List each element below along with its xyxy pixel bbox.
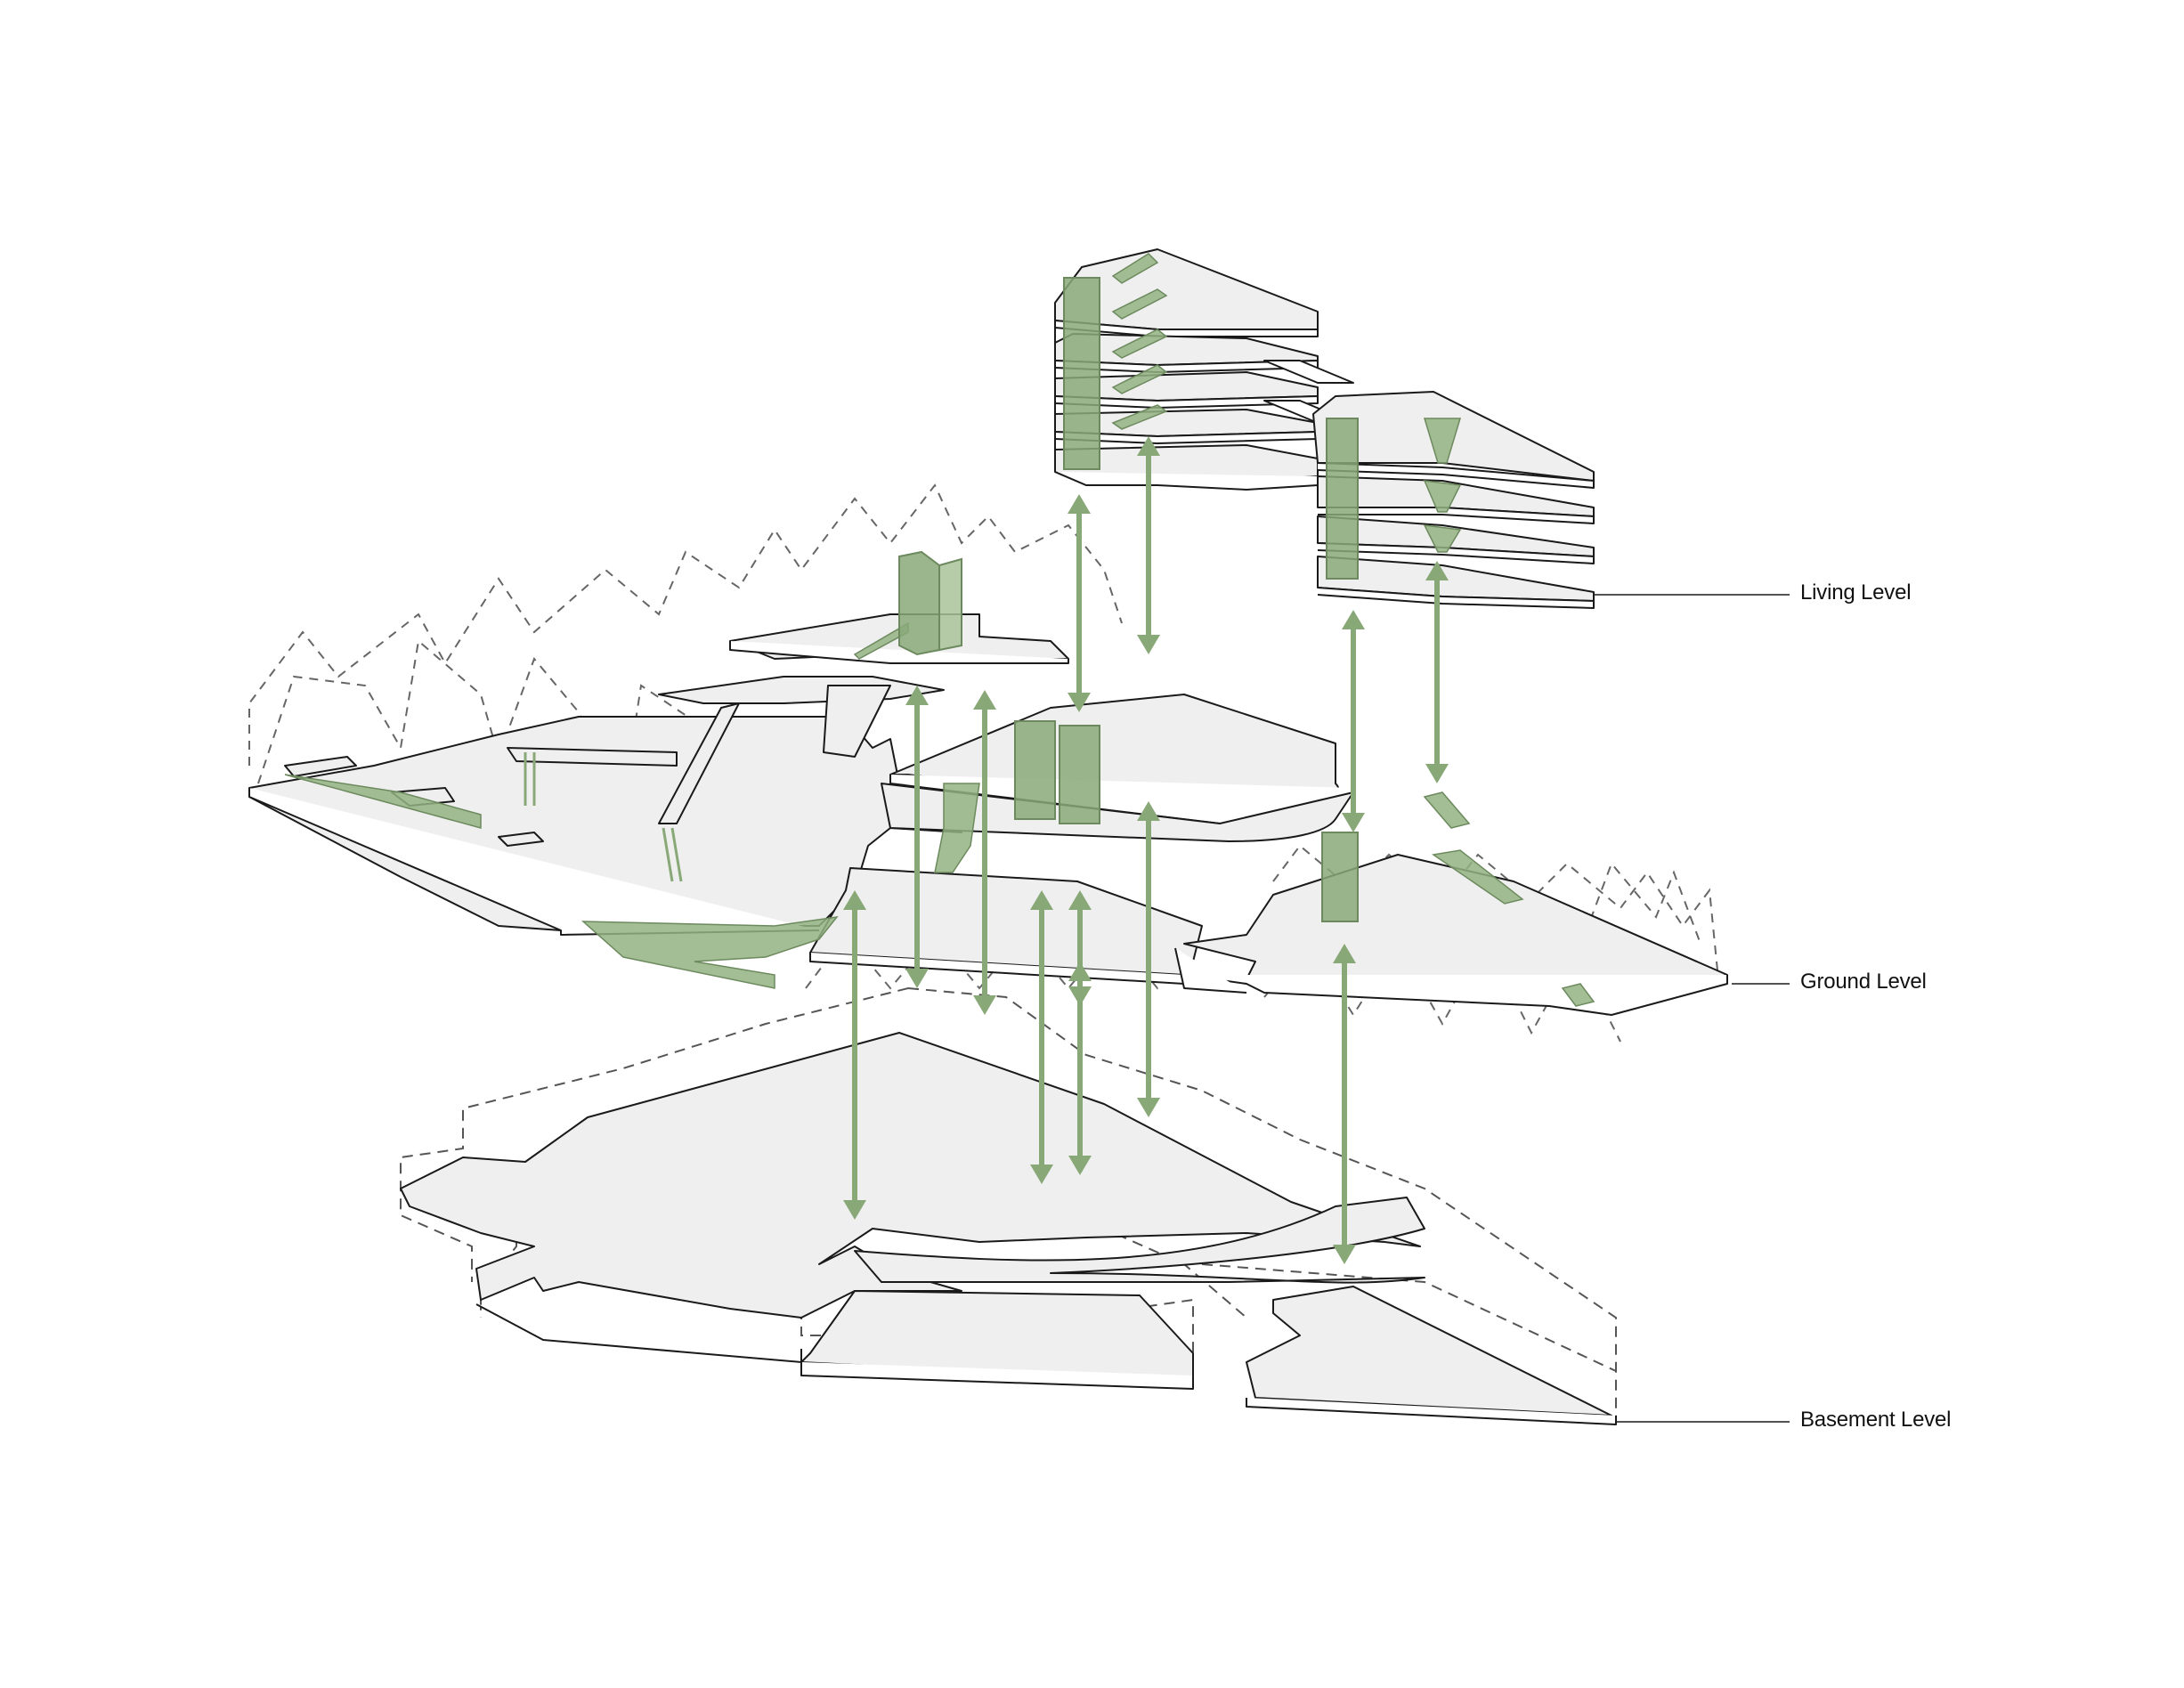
ground-walkway-beam-3 <box>507 747 678 767</box>
ground-core-right <box>1321 832 1359 922</box>
ground-core-pair-right <box>1059 725 1100 824</box>
ground-core-tall <box>898 550 940 656</box>
ground-stair-right <box>1423 791 1471 829</box>
circulation-arrow-head-down-icon <box>1068 693 1091 712</box>
circulation-arrow-head-up-icon <box>1030 890 1053 910</box>
living-tower-left <box>1054 248 1319 491</box>
ground-level-group <box>248 483 1728 1043</box>
circulation-arrow-head-down-icon <box>1030 1165 1053 1184</box>
ground-upper-plate-top-edge <box>729 641 1069 664</box>
circulation-arrow-head-down-icon <box>843 1200 866 1220</box>
ground-mezzanine-lower <box>881 783 1354 842</box>
ground-stair-diagonal-1 <box>934 783 980 873</box>
living-level-label: Living Level <box>1800 580 1912 605</box>
living-tower-left-core <box>1063 277 1100 470</box>
circulation-arrow-head-down-icon <box>1137 635 1160 654</box>
circulation-arrow-head-up-icon <box>1137 436 1160 456</box>
living-tower-right-floor-2-edge <box>1318 507 1595 524</box>
living-tower-right <box>1312 391 1595 609</box>
circulation-arrow-head-up-icon <box>1068 962 1092 981</box>
living-tower-right-floor-3-edge <box>1317 542 1595 564</box>
circulation-arrow-head-down-icon <box>1425 764 1449 783</box>
circulation-arrow-head-down-icon <box>1333 1245 1356 1264</box>
living-bridge-1 <box>1263 360 1354 384</box>
living-tower-right-stair-3 <box>1423 524 1462 553</box>
circulation-arrow-head-down-icon <box>973 995 996 1015</box>
ground-pad-3 <box>498 832 544 847</box>
living-tower-left-floor-3-edge <box>1054 395 1319 409</box>
ground-stair-ramp-front <box>581 915 839 989</box>
living-tower-right-core <box>1326 418 1359 580</box>
ground-walkway-beam-2 <box>823 685 891 758</box>
basement-dashed-envelope-left <box>400 987 909 1282</box>
basement-dashed-right <box>1201 1263 1617 1372</box>
ground-dashed-zigzag-left-lower <box>257 639 802 840</box>
ground-dashed-zigzag-left <box>248 483 1123 766</box>
ground-level-label: Ground Level <box>1800 970 1927 994</box>
circulation-arrow-head-up-icon <box>1333 944 1356 963</box>
circulation-arrow-head-down-icon <box>905 969 929 988</box>
circulation-arrow-head-down-icon <box>1137 1098 1160 1117</box>
ground-stair-small <box>1561 983 1595 1007</box>
living-level-group <box>1054 248 1595 609</box>
ground-core-tall-side <box>938 557 962 652</box>
circulation-arrow-head-up-icon <box>1068 494 1091 514</box>
ground-core-pair-left <box>1014 720 1056 820</box>
living-tower-left-stair-1 <box>1111 253 1159 284</box>
living-tower-left-stair-5 <box>1111 404 1168 430</box>
circulation-arrow-head-up-icon <box>1068 890 1092 910</box>
ground-dashed-zigzag-right-2 <box>1584 862 1701 945</box>
ground-ladder-2 <box>662 827 674 882</box>
circulation-arrow-head-down-icon <box>1068 1156 1092 1175</box>
ground-upper-plate-mid <box>658 676 945 704</box>
ground-pad-1 <box>284 756 357 777</box>
circulation-arrow-head-up-icon <box>843 890 866 910</box>
living-tower-left-stair-3 <box>1111 329 1168 359</box>
living-tower-right-stair-1 <box>1423 418 1462 464</box>
circulation-arrow-head-up-icon <box>973 690 996 710</box>
basement-dashed-envelope <box>907 987 1617 1416</box>
circulation-arrow-head-up-icon <box>1425 561 1449 580</box>
circulation-arrow-head-down-icon <box>1342 813 1365 832</box>
living-tower-right-stair-2 <box>1423 480 1462 513</box>
living-tower-right-floor-4-edge <box>1317 587 1595 609</box>
circulation-arrow-head-up-icon <box>905 686 929 705</box>
living-tower-left-stair-4 <box>1111 364 1168 394</box>
basement-slab-lower-left-edge <box>800 1362 1194 1390</box>
basement-slab-right-edge <box>1246 1398 1617 1425</box>
circulation-arrow-head-up-icon <box>1342 610 1365 629</box>
ground-stair-right-2 <box>1432 849 1524 905</box>
circulation-arrow-head-up-icon <box>1137 801 1160 821</box>
living-tower-right-floor-1-edge <box>1317 462 1595 489</box>
basement-level-label: Basement Level <box>1800 1408 1952 1432</box>
ground-stair-left-pad <box>284 774 482 829</box>
ground-slab-main <box>248 716 962 931</box>
vertical-circulation-arrows <box>843 436 1449 1264</box>
basement-slab-right <box>1246 1286 1612 1416</box>
ground-walkway-beam-1 <box>658 702 740 824</box>
circulation-arrow-head-down-icon <box>1068 986 1092 1006</box>
basement-level-group <box>400 987 1617 1425</box>
basement-slab-edge-front <box>475 1303 802 1363</box>
living-tower-left-floor-2-edge <box>1054 360 1319 373</box>
ground-slab-right-step <box>1174 947 1247 994</box>
basement-curved-walkway <box>854 1197 1425 1284</box>
ground-slab-right-edge <box>1183 974 1728 1016</box>
living-tower-left-stair-2 <box>1111 288 1168 320</box>
ground-ladder-2b <box>670 827 683 882</box>
